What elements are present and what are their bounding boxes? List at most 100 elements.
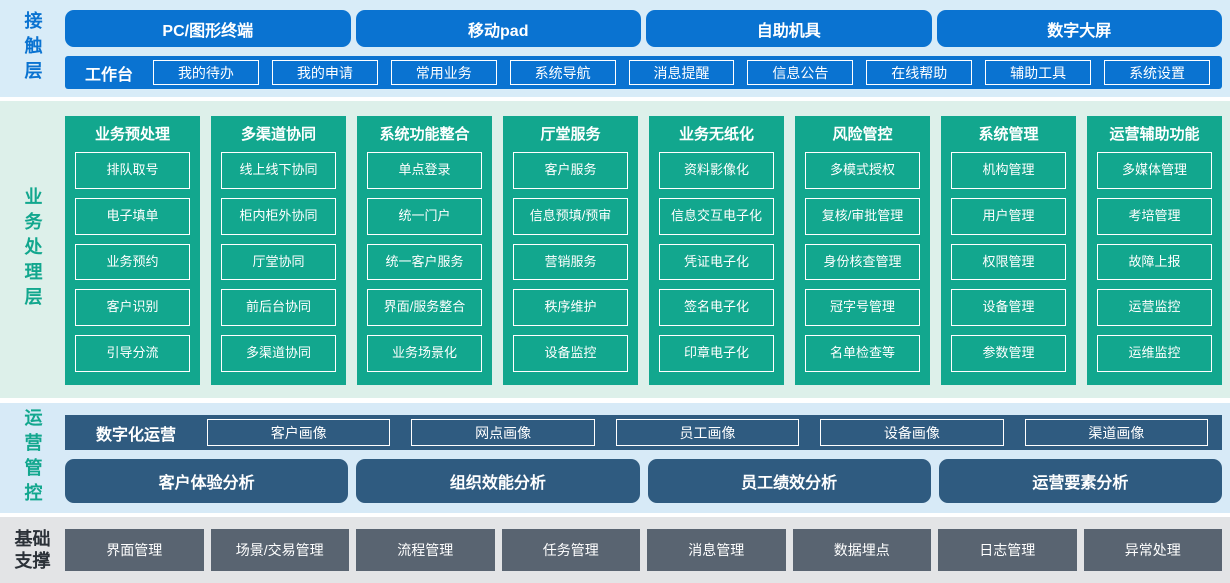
column-item: 运营监控 [1097, 289, 1212, 327]
portrait-channel: 渠道画像 [1024, 419, 1209, 446]
column-item: 排队取号 [75, 152, 190, 189]
column-item: 业务场景化 [367, 335, 482, 372]
column-title: 系统管理 [978, 126, 1039, 143]
digital-operation-bar: 数字化运营 客户画像 网点画像 员工画像 设备画像 渠道画像 [65, 415, 1222, 450]
column-item: 机构管理 [951, 152, 1066, 189]
column-item: 电子填单 [75, 197, 190, 235]
contact-layer-label: 接触层 [22, 11, 43, 86]
column-title: 业务无纸化 [678, 126, 754, 143]
column-item: 故障上报 [1097, 243, 1212, 281]
column-item: 厅堂协同 [221, 243, 336, 281]
column-item: 设备管理 [951, 289, 1066, 327]
column-item: 统一客户服务 [367, 243, 482, 281]
column-title: 多渠道协同 [240, 126, 316, 143]
channel-pc-terminal: PC/图形终端 [65, 10, 351, 47]
workbench-item-common-business: 常用业务 [390, 60, 497, 85]
column-item: 凭证电子化 [659, 243, 774, 281]
foundation-layer-rail: 基础支撑 [0, 517, 65, 583]
column-item: 身份核查管理 [805, 243, 920, 281]
column-risk-control: 风险管控 多模式授权 复核/审批管理 身份核查管理 冠字号管理 名单检查等 [795, 116, 930, 385]
column-item: 用户管理 [951, 197, 1066, 235]
column-item: 名单检查等 [805, 335, 920, 372]
column-item: 权限管理 [951, 243, 1066, 281]
foundation-log-management: 日志管理 [938, 529, 1077, 571]
foundation-ui-management: 界面管理 [65, 529, 204, 571]
column-item: 资料影像化 [659, 152, 774, 189]
column-item: 印章电子化 [659, 335, 774, 372]
column-item: 复核/审批管理 [805, 197, 920, 235]
column-item: 签名电子化 [659, 289, 774, 327]
portrait-device: 设备画像 [820, 419, 1004, 446]
portrait-employee: 员工画像 [615, 419, 800, 446]
digital-operation-label: 数字化运营 [95, 426, 176, 444]
workbench-item-announcements: 信息公告 [747, 60, 854, 85]
business-layer-label: 业务处理层 [22, 187, 43, 312]
column-item: 冠字号管理 [805, 289, 920, 327]
channel-row: PC/图形终端 移动pad 自助机具 数字大屏 [65, 10, 1222, 47]
column-item: 界面/服务整合 [367, 289, 482, 327]
column-item: 信息预填/预审 [513, 197, 628, 235]
column-item: 营销服务 [513, 243, 628, 281]
workbench-item-aux-tools: 辅助工具 [985, 60, 1092, 85]
column-item: 统一门户 [367, 197, 482, 235]
channel-digital-screen: 数字大屏 [936, 10, 1222, 47]
column-system-management: 系统管理 机构管理 用户管理 权限管理 设备管理 参数管理 [941, 116, 1076, 385]
column-item: 客户识别 [75, 289, 190, 327]
portrait-branch: 网点画像 [411, 419, 595, 446]
column-item: 多渠道协同 [221, 335, 336, 372]
workbench-item-todo: 我的待办 [153, 60, 259, 85]
column-hall-service: 厅堂服务 客户服务 信息预填/预审 营销服务 秩序维护 设备监控 [503, 116, 638, 385]
column-title: 运营辅助功能 [1109, 126, 1200, 143]
business-layer-band: 业务处理层 业务预处理 排队取号 电子填单 业务预约 客户识别 引导分流 多渠道… [0, 101, 1230, 398]
analysis-org-efficiency: 组织效能分析 [356, 459, 640, 503]
foundation-task-management: 任务管理 [501, 529, 640, 571]
column-multichannel-collab: 多渠道协同 线上线下协同 柜内柜外协同 厅堂协同 前后台协同 多渠道协同 [211, 116, 346, 385]
channel-self-service: 自助机具 [646, 10, 932, 47]
column-paperless: 业务无纸化 资料影像化 信息交互电子化 凭证电子化 签名电子化 印章电子化 [649, 116, 784, 385]
column-operation-aux: 运营辅助功能 多媒体管理 考培管理 故障上报 运营监控 运维监控 [1087, 116, 1222, 385]
foundation-layer-label: 基础支撑 [14, 528, 51, 572]
foundation-layer-band: 基础支撑 界面管理 场景/交易管理 流程管理 任务管理 消息管理 数据埋点 日志… [0, 517, 1230, 583]
workbench-item-my-requests: 我的申请 [271, 60, 378, 85]
workbench-item-system-settings: 系统设置 [1104, 60, 1211, 85]
column-item: 参数管理 [951, 335, 1066, 372]
foundation-scene-transaction: 场景/交易管理 [210, 529, 349, 571]
column-system-integration: 系统功能整合 单点登录 统一门户 统一客户服务 界面/服务整合 业务场景化 [357, 116, 492, 385]
workbench-bar: 工作台 我的待办 我的申请 常用业务 系统导航 消息提醒 信息公告 在线帮助 辅… [65, 56, 1222, 89]
operation-layer-rail: 运营管控 [0, 403, 65, 513]
column-item: 前后台协同 [221, 289, 336, 327]
foundation-message-management: 消息管理 [647, 529, 786, 571]
column-item: 引导分流 [75, 335, 190, 372]
column-item: 多媒体管理 [1097, 152, 1212, 189]
operation-layer-label: 运营管控 [22, 408, 43, 508]
analysis-row: 客户体验分析 组织效能分析 员工绩效分析 运营要素分析 [65, 459, 1222, 503]
workbench-item-online-help: 在线帮助 [866, 60, 973, 85]
foundation-data-tracking: 数据埋点 [792, 529, 931, 571]
column-business-preprocess: 业务预处理 排队取号 电子填单 业务预约 客户识别 引导分流 [65, 116, 200, 385]
business-layer-rail: 业务处理层 [0, 101, 65, 398]
column-item: 信息交互电子化 [659, 197, 774, 235]
workbench-label: 工作台 [84, 66, 133, 84]
column-title: 系统功能整合 [379, 126, 470, 143]
workbench-item-message-alerts: 消息提醒 [628, 60, 735, 85]
foundation-items: 界面管理 场景/交易管理 流程管理 任务管理 消息管理 数据埋点 日志管理 异常… [65, 529, 1222, 571]
workbench-item-system-nav: 系统导航 [509, 60, 616, 85]
column-item: 考培管理 [1097, 197, 1212, 235]
workbench-items: 我的待办 我的申请 常用业务 系统导航 消息提醒 信息公告 在线帮助 辅助工具 … [153, 60, 1222, 85]
column-title: 风险管控 [832, 126, 893, 143]
contact-layer-band: 接触层 PC/图形终端 移动pad 自助机具 数字大屏 工作台 我的待办 我的申… [0, 0, 1230, 97]
column-item: 单点登录 [367, 152, 482, 189]
column-item: 秩序维护 [513, 289, 628, 327]
operation-layer-band: 运营管控 数字化运营 客户画像 网点画像 员工画像 设备画像 渠道画像 客户体验… [0, 403, 1230, 513]
column-item: 客户服务 [513, 152, 628, 189]
contact-layer-rail: 接触层 [0, 0, 65, 97]
column-item: 业务预约 [75, 243, 190, 281]
column-item: 运维监控 [1097, 335, 1212, 372]
column-item: 设备监控 [513, 335, 628, 372]
column-item: 多模式授权 [805, 152, 920, 189]
channel-mobile-pad: 移动pad [355, 10, 641, 47]
column-title: 厅堂服务 [540, 126, 601, 143]
analysis-employee-performance: 员工绩效分析 [647, 459, 931, 503]
foundation-exception-handling: 异常处理 [1083, 529, 1222, 571]
foundation-process-management: 流程管理 [356, 529, 495, 571]
